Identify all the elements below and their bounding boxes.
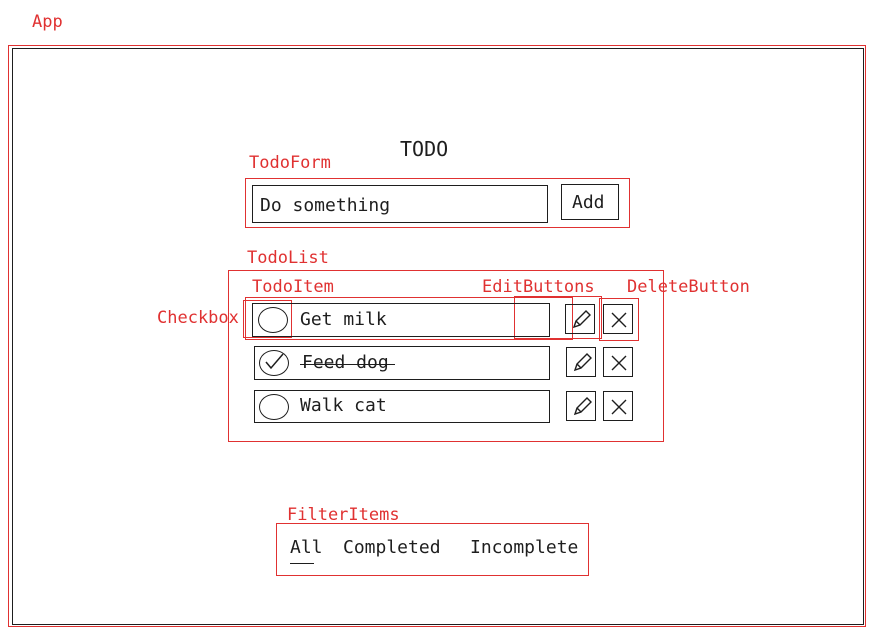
todo-item-text: Walk cat [300,395,387,416]
todo-item [254,346,550,380]
annotation-todo-item: TodoItem [252,277,334,297]
edit-button[interactable] [566,347,596,377]
edit-buttons-box [514,296,602,339]
edit-button[interactable] [566,391,596,421]
checkbox-checked[interactable] [259,350,289,376]
filter-all-underline [290,563,314,564]
todo-item-text-completed: Feed dog [300,352,395,373]
todo-item-text: Get milk [300,309,387,330]
annotation-edit-buttons: EditButtons [482,277,595,297]
page-title: TODO [400,137,449,161]
checkbox-unchecked-icon[interactable] [258,307,288,333]
todo-item [254,390,550,423]
delete-button[interactable] [603,304,633,334]
edit-button[interactable] [565,304,595,334]
delete-button[interactable] [603,347,633,377]
todo-input-value: Do something [260,195,391,216]
x-icon [611,355,627,371]
app-frame [12,48,864,625]
x-icon [611,399,627,415]
delete-button[interactable] [603,391,633,421]
pencil-icon [572,310,591,329]
annotation-filter-items: FilterItems [287,505,400,525]
annotation-todo-form: TodoForm [249,153,331,173]
annotation-delete-button: DeleteButton [627,277,750,297]
filter-items-box [276,523,589,576]
todo-input[interactable]: Do something [252,185,548,223]
todo-list-box [228,270,664,442]
todo-item-box [245,297,573,340]
todo-form-box [245,178,630,228]
checkmark-icon [265,353,284,370]
pencil-icon [573,353,592,372]
annotation-app: App [32,12,63,32]
add-button[interactable]: Add [561,184,619,220]
filter-incomplete[interactable]: Incomplete [470,537,579,558]
delete-button-box [599,298,639,341]
checkbox-box [243,300,292,338]
todo-item [252,303,550,337]
annotation-todo-list: TodoList [247,248,329,268]
filter-completed[interactable]: Completed [343,537,441,558]
checkbox-unchecked-icon[interactable] [259,394,289,420]
pencil-icon [573,397,592,416]
add-button-label: Add [572,192,605,213]
filter-all[interactable]: All [290,537,323,558]
x-icon [611,312,627,328]
annotation-checkbox: Checkbox [157,308,239,328]
app-annotation-box [8,45,866,627]
